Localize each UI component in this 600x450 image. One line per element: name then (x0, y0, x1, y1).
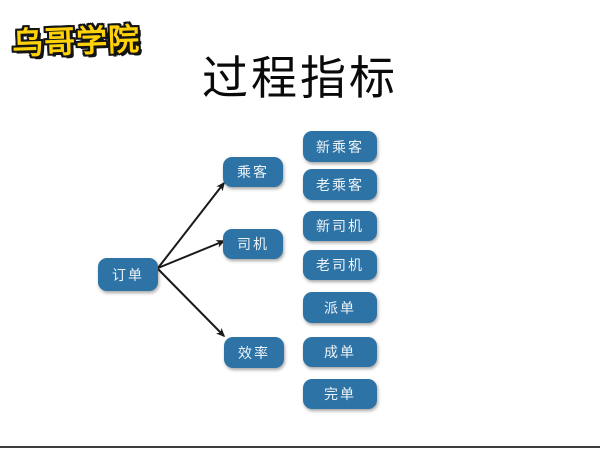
slide-title: 过程指标 (202, 53, 398, 104)
node-xiaolv: 效率 (224, 337, 284, 368)
node-wandan: 完单 (303, 379, 377, 409)
node-laochengke: 老乘客 (303, 169, 377, 200)
node-chengke: 乘客 (223, 157, 283, 187)
node-siji: 司机 (223, 229, 283, 259)
node-xinchengke: 新乘客 (303, 131, 377, 162)
node-laosiji: 老司机 (303, 250, 377, 280)
node-paidan: 派单 (303, 292, 377, 323)
connector-arrow-2 (157, 240, 226, 269)
node-xinsiji: 新司机 (303, 211, 377, 241)
footer-rule (0, 446, 600, 448)
node-chengdan: 成单 (303, 337, 377, 367)
connector-arrow-3 (157, 268, 226, 338)
connector-arrow-1 (157, 181, 225, 269)
node-dingdan: 订单 (98, 258, 158, 291)
